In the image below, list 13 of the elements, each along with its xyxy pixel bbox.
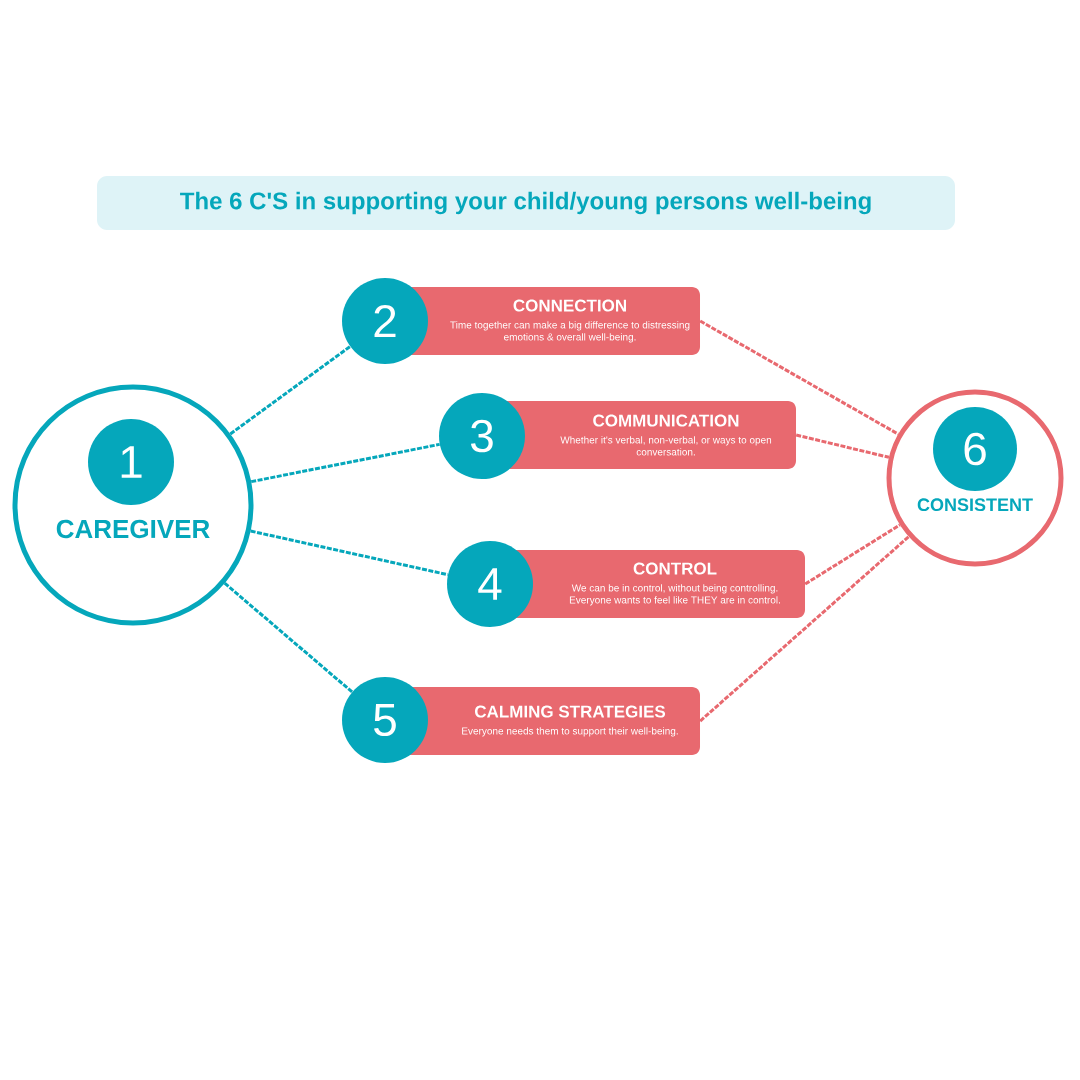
connector-line <box>699 535 910 723</box>
info-box: CONNECTION Time together can make a big difference to distressing emotions & overall well-being. <box>400 287 700 355</box>
title-banner: The 6 C'S in supporting your child/young persons well-being <box>97 176 955 230</box>
connector-line <box>229 345 351 436</box>
connector-line <box>223 582 354 694</box>
connector-line <box>250 442 440 484</box>
info-box: CONTROL We can be in control, without being controlling. Everyone wants to feel like THEY are in control. <box>505 550 805 618</box>
info-box: COMMUNICATION Whether it's verbal, non-verbal, or ways to open conversation. <box>496 401 796 469</box>
info-box: CALMING STRATEGIES Everyone needs them to support their well-being. <box>400 687 700 755</box>
connector-line <box>795 433 890 459</box>
connector-line <box>699 319 899 436</box>
connector-line <box>804 523 901 586</box>
connector-line <box>250 529 449 577</box>
